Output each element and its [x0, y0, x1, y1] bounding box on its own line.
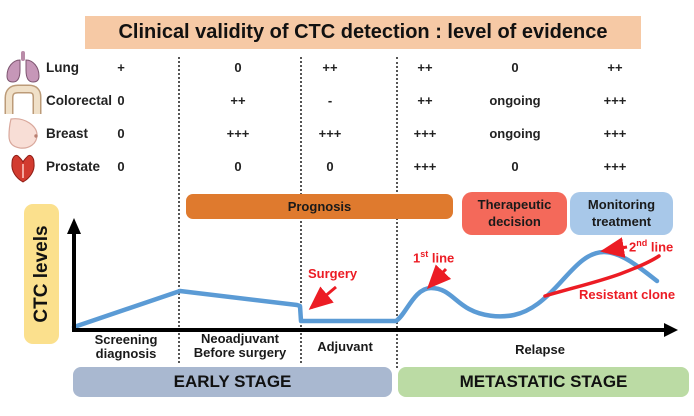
table-cell: ++ — [607, 60, 623, 75]
x-label-adjuvant: Adjuvant — [317, 339, 373, 354]
x-label-screening-diagnosis: Screening diagnosis — [94, 332, 158, 361]
table-cell: +++ — [226, 126, 250, 141]
table-cell: ++ — [230, 93, 246, 108]
table-cell: ongoing — [489, 93, 541, 108]
table-cell: +++ — [603, 93, 627, 108]
ctc-levels-axis-label-box: CTC levels — [24, 204, 59, 344]
organ-label-prostate: Prostate — [46, 159, 101, 174]
table-cell: +++ — [603, 126, 627, 141]
table-cell: 0 — [117, 159, 125, 174]
first-line-arrow — [426, 264, 452, 290]
table-cell: - — [327, 93, 333, 108]
dashed-separator — [178, 57, 180, 363]
y-axis-arrowhead — [67, 218, 81, 234]
monitoring-line1: Monitoring — [587, 196, 656, 212]
second-line-arrow — [600, 237, 628, 258]
organ-label-breast: Breast — [46, 126, 89, 141]
table-cell: ongoing — [489, 126, 541, 141]
colon-icon — [4, 84, 42, 114]
table-cell: 0 — [234, 159, 242, 174]
table-cell: ++ — [417, 60, 433, 75]
table-cell: +++ — [603, 159, 627, 174]
table-cell: ++ — [417, 93, 433, 108]
table-cell: 0 — [117, 93, 125, 108]
table-cell: + — [117, 60, 125, 75]
therapeutic-line1: Therapeutic — [477, 196, 552, 212]
table-cell: ++ — [322, 60, 338, 75]
table-cell: +++ — [318, 126, 342, 141]
therapeutic-line2: decision — [488, 213, 541, 229]
lungs-icon — [6, 51, 40, 83]
x-label-neoadjuvant: Neoadjuvant Before surgery — [193, 331, 287, 360]
breast-icon — [8, 118, 38, 149]
monitoring-treatment-bar: Monitoring treatment — [570, 192, 673, 235]
early-stage-bar: EARLY STAGE — [73, 367, 392, 397]
x-label-relapse: Relapse — [515, 342, 565, 357]
organ-label-colorectal: Colorectal — [46, 93, 113, 108]
second-line-annotation: 2nd line — [629, 238, 674, 255]
organ-label-lung: Lung — [46, 60, 79, 75]
therapeutic-decision-bar: Therapeutic decision — [462, 192, 567, 235]
table-cell: 0 — [326, 159, 334, 174]
surgery-arrow — [308, 285, 337, 310]
table-cell: +++ — [413, 159, 437, 174]
table-cell: 0 — [511, 159, 519, 174]
table-cell: +++ — [413, 126, 437, 141]
metastatic-stage-bar: METASTATIC STAGE — [398, 367, 689, 397]
x-axis-arrowhead — [664, 323, 678, 337]
resistant-clone-curve — [543, 254, 661, 298]
diagram-title: Clinical validity of CTC detection : lev… — [85, 16, 641, 49]
resistant-clone-annotation: Resistant clone — [579, 287, 676, 302]
table-cell: 0 — [511, 60, 519, 75]
first-line-annotation: 1st line — [413, 249, 455, 266]
uterus-icon — [11, 154, 35, 183]
table-cell: 0 — [117, 126, 125, 141]
table-cell: 0 — [234, 60, 242, 75]
prognosis-bar: Prognosis — [186, 194, 453, 219]
surgery-annotation: Surgery — [308, 266, 358, 281]
monitoring-line2: treatment — [591, 213, 652, 229]
